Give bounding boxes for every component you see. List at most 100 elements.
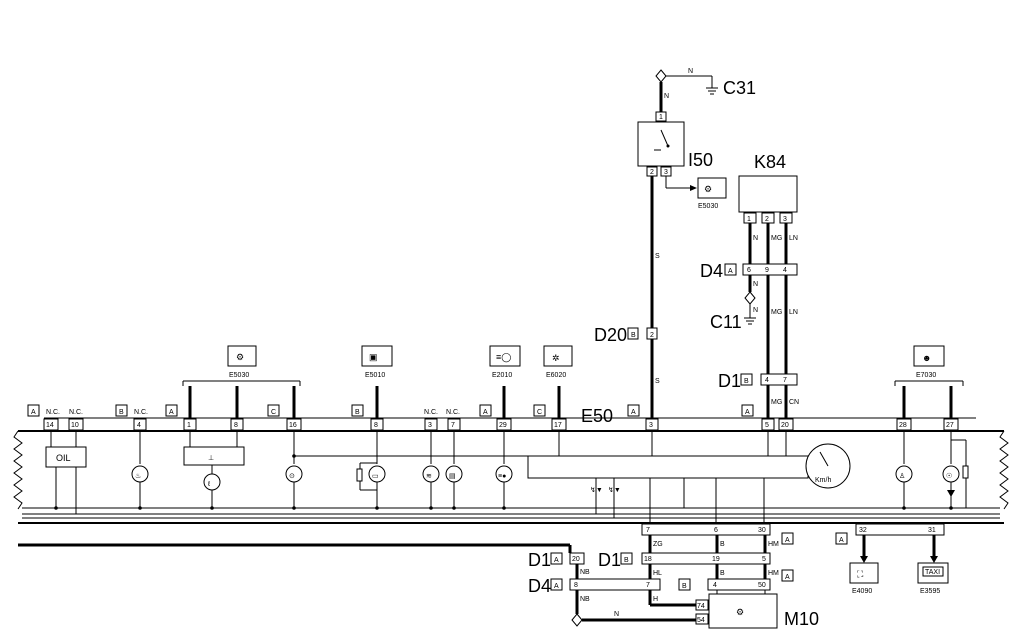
connector-d4-top: D4 A 6 9 4 — [700, 261, 798, 281]
temp-icon: ℓ — [207, 481, 211, 488]
injector-icon: ⚙ — [736, 607, 744, 617]
airbag-icon: ☻ — [922, 353, 931, 363]
module-k84: K84 1 2 3 — [738, 152, 798, 224]
svg-text:H: H — [653, 596, 658, 603]
battery-icon: ▭ — [372, 473, 379, 480]
svg-text:4: 4 — [765, 377, 769, 384]
svg-text:A: A — [483, 409, 488, 416]
svg-text:D1: D1 — [718, 371, 741, 391]
ref-e2010: ≡◯ E2010 — [489, 345, 521, 379]
oil-label: OIL — [56, 453, 71, 463]
svg-text:A: A — [785, 537, 790, 544]
seatbelt-icon: ♙ — [899, 472, 905, 480]
svg-text:N.C.: N.C. — [69, 409, 83, 416]
svg-text:N: N — [753, 307, 758, 314]
svg-text:D4: D4 — [700, 261, 723, 281]
ref-e5010: ▣ E5010 — [361, 345, 393, 379]
headlight-icon: ≡◯ — [496, 352, 511, 363]
svg-text:CN: CN — [789, 399, 799, 406]
svg-text:2: 2 — [650, 332, 654, 339]
svg-text:14: 14 — [46, 422, 54, 429]
svg-text:3: 3 — [649, 422, 653, 429]
taxi-label: TAXI — [925, 569, 940, 576]
svg-text:7: 7 — [451, 422, 455, 429]
svg-text:N: N — [753, 235, 758, 242]
svg-text:K84: K84 — [754, 152, 786, 172]
svg-text:50: 50 — [758, 582, 766, 589]
svg-text:NB: NB — [580, 596, 590, 603]
engine-icon: ▣ — [369, 352, 378, 362]
svg-text:C: C — [271, 409, 276, 416]
component-label-m10: M10 — [784, 609, 819, 629]
svg-text:A: A — [554, 583, 559, 590]
svg-text:E5010: E5010 — [365, 372, 385, 379]
ref-e7030: ☻ E7030 — [894, 345, 964, 386]
svg-text:E7030: E7030 — [916, 372, 936, 379]
svg-text:S: S — [655, 253, 660, 260]
connector-d1-bottom: D1 B 18 19 5 — [598, 550, 771, 570]
component-label-e50: E50 — [581, 406, 613, 426]
svg-text:29: 29 — [499, 422, 507, 429]
connector-d1-right: D1 B 4 7 — [718, 371, 798, 391]
svg-text:B: B — [720, 570, 725, 577]
svg-text:B: B — [682, 583, 687, 590]
injector-icon: ⚙ — [236, 352, 244, 362]
svg-text:6: 6 — [747, 267, 751, 274]
speedometer-label: Km/h — [815, 477, 831, 484]
svg-text:HM: HM — [768, 541, 779, 548]
svg-text:19: 19 — [712, 556, 720, 563]
svg-text:N: N — [664, 93, 669, 100]
svg-text:16: 16 — [289, 422, 297, 429]
svg-text:E5030: E5030 — [229, 372, 249, 379]
e50-header: A B A C B A C A A E50 N.C. N.C. N.C. N.C… — [27, 404, 976, 431]
svg-text:E5030: E5030 — [698, 203, 718, 210]
svg-text:6: 6 — [714, 527, 718, 534]
svg-text:MG: MG — [771, 235, 782, 242]
e50-top-wires — [188, 386, 953, 418]
svg-text:7: 7 — [646, 582, 650, 589]
svg-text:18: 18 — [644, 556, 652, 563]
ref-e5030: ⚙ E5030 — [182, 345, 301, 386]
ref-e6020: ✲ E6020 — [543, 345, 573, 379]
svg-text:C: C — [537, 409, 542, 416]
svg-text:B: B — [355, 409, 360, 416]
svg-text:20: 20 — [572, 556, 580, 563]
svg-text:3: 3 — [428, 422, 432, 429]
svg-text:A: A — [728, 268, 733, 275]
connector-d20: D20 B 2 — [594, 325, 658, 345]
component-label-i50: I50 — [688, 150, 713, 170]
wire-code: N — [688, 68, 693, 75]
svg-text:8: 8 — [374, 422, 378, 429]
svg-text:E4090: E4090 — [852, 588, 872, 595]
svg-text:4: 4 — [137, 422, 141, 429]
svg-text:9: 9 — [765, 267, 769, 274]
injector-icon: ⚙ — [704, 184, 712, 194]
svg-text:8: 8 — [234, 422, 238, 429]
airbag-lamp-icon: ☉ — [946, 472, 952, 480]
svg-text:NB: NB — [580, 569, 590, 576]
e50-body: OIL ♨ ⊥ ℓ ⊙ ▭ ≋ — [13, 430, 1009, 524]
svg-text:4: 4 — [783, 267, 787, 274]
svg-text:MG: MG — [771, 399, 782, 406]
svg-text:B: B — [119, 409, 124, 416]
svg-text:10: 10 — [71, 422, 79, 429]
connector-label-c11: C11 — [710, 312, 742, 332]
svg-text:E2010: E2010 — [492, 372, 512, 379]
svg-text:N: N — [753, 281, 758, 288]
svg-text:30: 30 — [758, 527, 766, 534]
c31-ground: N C31 — [655, 68, 756, 98]
svg-text:HM: HM — [768, 570, 779, 577]
svg-text:54: 54 — [697, 617, 705, 624]
oil-lamp-icon: ⊙ — [289, 473, 295, 480]
ref-e5030-top: ⚙ E5030 — [697, 177, 727, 210]
svg-text:A: A — [169, 409, 174, 416]
svg-text:B: B — [744, 378, 749, 385]
brake-icon: ≋ — [426, 473, 432, 480]
svg-text:5: 5 — [762, 556, 766, 563]
svg-text:4: 4 — [713, 582, 717, 589]
svg-text:1: 1 — [187, 422, 191, 429]
svg-text:A: A — [745, 409, 750, 416]
snowflake-icon: ✲ — [552, 353, 560, 363]
map-icon: ⛶ — [856, 569, 864, 579]
svg-text:3: 3 — [783, 216, 787, 223]
